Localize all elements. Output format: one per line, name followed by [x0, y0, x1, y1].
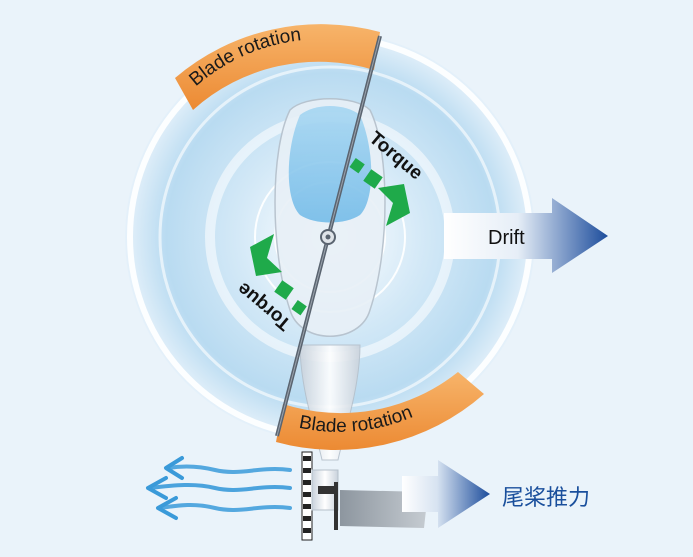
cockpit [288, 106, 372, 223]
tail-thrust-arrow [402, 460, 490, 528]
torque-arrow-top [349, 158, 410, 226]
airflow-lines [146, 456, 292, 520]
tail-thrust-label: 尾桨推力 [502, 485, 590, 510]
rotation-band-top [175, 24, 380, 110]
drift-arrow [444, 198, 608, 273]
drift-label: Drift [488, 227, 525, 249]
torque-arrow-bottom [250, 234, 307, 316]
rotation-band-bottom [276, 372, 484, 450]
